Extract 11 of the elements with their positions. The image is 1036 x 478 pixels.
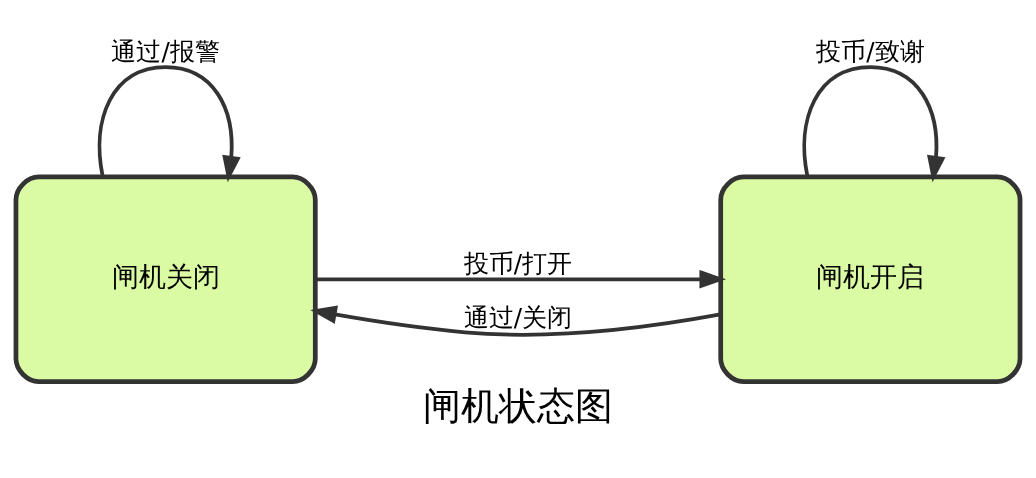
edge-label: 通过/关闭 — [463, 302, 573, 332]
edge-label: 投币/打开 — [463, 248, 573, 278]
diagram-title: 闸机状态图 — [423, 383, 613, 428]
node-box: 闸机关闭 — [13, 174, 318, 384]
edge-label: 投币/致谢 — [816, 36, 925, 66]
arrow — [310, 305, 721, 337]
arrow — [315, 269, 726, 289]
edge-label: 通过/报警 — [111, 36, 220, 66]
node-box: 闸机开启 — [718, 174, 1023, 384]
arrow — [97, 64, 241, 182]
arrow — [802, 64, 946, 182]
